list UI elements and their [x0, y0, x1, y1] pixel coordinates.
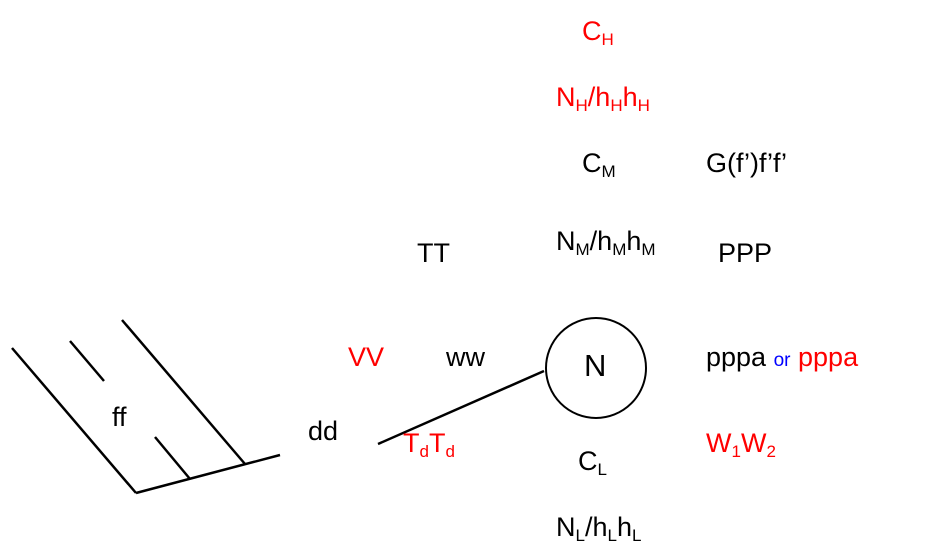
label-ppp: PPP: [718, 238, 772, 268]
tt-text: TT: [417, 238, 450, 268]
wind-barb-long-2: [121, 319, 246, 465]
label-c-h: CH: [582, 16, 614, 49]
c-m-sub: M: [601, 161, 616, 181]
pppa-or: or: [773, 350, 791, 371]
wind-barb-long-1: [11, 347, 137, 494]
w2-sub: 2: [766, 441, 776, 461]
c-l-sub: L: [597, 459, 607, 479]
label-c-l: CL: [578, 446, 607, 479]
n-l-h1-sub: L: [607, 525, 617, 545]
label-ww: ww: [446, 342, 485, 372]
label-n-l: NL/hLhL: [556, 512, 642, 545]
wind-barb-short-2: [154, 436, 191, 480]
n-m-h2: h: [626, 226, 642, 256]
label-td-td: TdTd: [403, 428, 455, 461]
w1-base: W: [706, 428, 732, 458]
c-h-sub: H: [601, 29, 614, 49]
n-h-h2-sub: H: [637, 95, 650, 115]
g-f-text: G(f’)f’f’: [706, 148, 787, 178]
n-h-h1-sub: H: [610, 95, 623, 115]
station-circle: [545, 317, 647, 419]
n-h-h2: h: [622, 82, 638, 112]
dd-text: dd: [308, 416, 339, 446]
n-l-slash-h: /h: [584, 512, 608, 542]
n-h-n: N: [556, 82, 576, 112]
n-l-h2: h: [616, 512, 632, 542]
n-l-n: N: [556, 512, 576, 542]
label-dd: dd: [308, 416, 338, 446]
label-g-f: G(f’)f’f’: [706, 148, 787, 178]
n-m-n-sub: M: [575, 239, 590, 259]
label-tt: TT: [417, 238, 450, 268]
td-t2-sub: d: [445, 441, 455, 461]
label-pppa: pppa or pppa: [706, 342, 858, 376]
n-l-h2-sub: L: [632, 525, 642, 545]
wind-barb-short-1: [69, 340, 105, 382]
n-m-n: N: [556, 226, 576, 256]
ff-text: ff: [112, 402, 127, 432]
vv-text: VV: [348, 342, 385, 372]
td-t2: T: [428, 428, 446, 458]
n-h-slash-h: /h: [587, 82, 611, 112]
label-vv: VV: [348, 342, 384, 372]
w2-base: W: [740, 428, 767, 458]
n-m-slash-h: /h: [589, 226, 613, 256]
label-w1-w2: W1W2: [706, 428, 776, 461]
label-ff: ff: [112, 402, 127, 432]
ww-text: ww: [446, 342, 485, 372]
station-circle-label: N: [584, 348, 607, 383]
label-n-h: NH/hHhH: [556, 82, 650, 115]
td-t1-sub: d: [419, 441, 429, 461]
wind-shaft-line: [135, 453, 281, 495]
c-h-base: C: [582, 16, 602, 46]
n-m-h1-sub: M: [612, 239, 627, 259]
station-connector-line: [377, 369, 545, 446]
td-t1: T: [403, 428, 420, 458]
w1-sub: 1: [731, 441, 741, 461]
n-m-h2-sub: M: [641, 239, 656, 259]
station-circle-symbol: N: [584, 348, 607, 383]
pppa-first: pppa: [706, 342, 767, 372]
c-l-base: C: [578, 446, 598, 476]
c-m-base: C: [582, 148, 602, 178]
label-n-m: NM/hMhM: [556, 226, 656, 259]
label-c-m: CM: [582, 148, 616, 181]
n-l-n-sub: L: [575, 525, 585, 545]
n-h-n-sub: H: [575, 95, 588, 115]
pppa-second: pppa: [798, 342, 859, 372]
ppp-text: PPP: [718, 238, 773, 268]
